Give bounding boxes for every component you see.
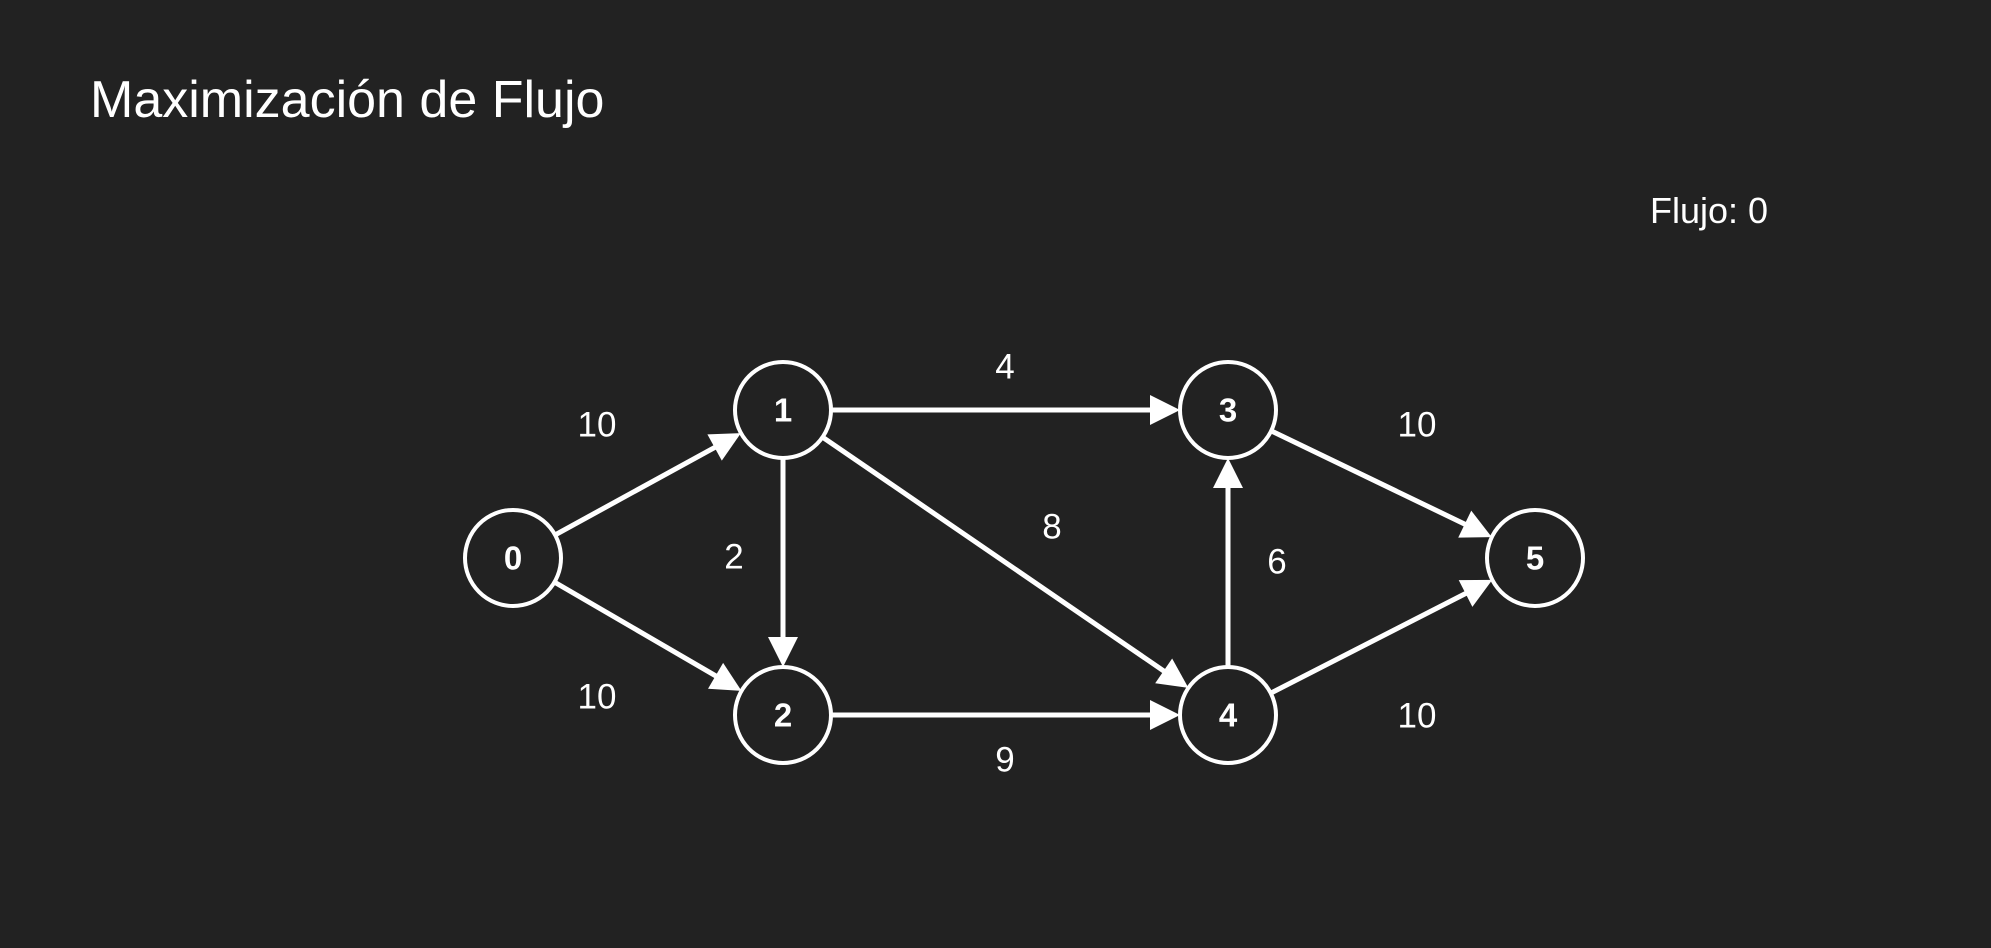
node-circle [463, 508, 563, 608]
node-circle [733, 360, 833, 460]
node-label: 5 [1526, 540, 1544, 577]
node-circle [733, 665, 833, 765]
node-circle [1178, 360, 1278, 460]
edge-4-3 [1213, 458, 1243, 667]
edge-labels-layer: 10 10 2 4 8 9 6 10 10 [578, 348, 1437, 780]
page-title: Maximización de Flujo [90, 71, 605, 129]
node-label: 0 [504, 540, 522, 577]
arrowhead-icon [708, 662, 742, 691]
arrowhead-icon [1458, 510, 1492, 538]
arrowhead-icon [1150, 700, 1180, 730]
flow-label: Flujo: [1650, 190, 1739, 231]
node-label: 1 [774, 392, 792, 429]
node-1: 1 [733, 360, 833, 460]
node-5: 5 [1485, 508, 1585, 608]
flow-counter: Flujo: 0 [1650, 190, 1768, 232]
node-label: 4 [1219, 697, 1238, 734]
edge-capacity-label: 9 [995, 741, 1014, 780]
node-circle [1485, 508, 1585, 608]
flow-value: 0 [1748, 190, 1769, 231]
edge-line [821, 435, 1167, 675]
edge-1-3 [831, 395, 1180, 425]
edge-capacity-label: 2 [724, 538, 743, 577]
arrowhead-icon [768, 637, 798, 667]
node-2: 2 [733, 665, 833, 765]
nodes-layer: 0 1 2 3 4 5 [463, 360, 1585, 765]
arrowhead-icon [1155, 658, 1189, 688]
edge-line [553, 579, 719, 679]
node-circle [1178, 665, 1278, 765]
edge-line [1269, 590, 1469, 696]
edge-2-4 [831, 700, 1180, 730]
edge-capacity-label: 10 [1398, 697, 1437, 736]
node-label: 3 [1219, 392, 1237, 429]
edge-line [553, 444, 718, 538]
edge-line [1270, 428, 1468, 528]
arrowhead-icon [707, 433, 741, 461]
arrowhead-icon [1213, 458, 1243, 488]
edge-1-4 [821, 435, 1189, 688]
arrowhead-icon [1150, 395, 1180, 425]
edge-capacity-label: 8 [1042, 508, 1061, 547]
edges-layer [553, 395, 1493, 730]
edge-capacity-label: 10 [578, 406, 617, 445]
edge-capacity-label: 10 [578, 678, 617, 717]
edge-capacity-label: 4 [995, 348, 1014, 387]
edge-capacity-label: 10 [1398, 406, 1437, 445]
node-4: 4 [1178, 665, 1278, 765]
edge-4-5 [1269, 579, 1493, 696]
edge-0-1 [553, 433, 741, 538]
node-3: 3 [1178, 360, 1278, 460]
edge-3-5 [1270, 428, 1492, 538]
edge-capacity-label: 6 [1267, 543, 1286, 582]
arrowhead-icon [1458, 579, 1493, 607]
edge-1-2 [768, 458, 798, 667]
node-0: 0 [463, 508, 563, 608]
node-label: 2 [774, 697, 792, 734]
edge-0-2 [553, 579, 742, 691]
